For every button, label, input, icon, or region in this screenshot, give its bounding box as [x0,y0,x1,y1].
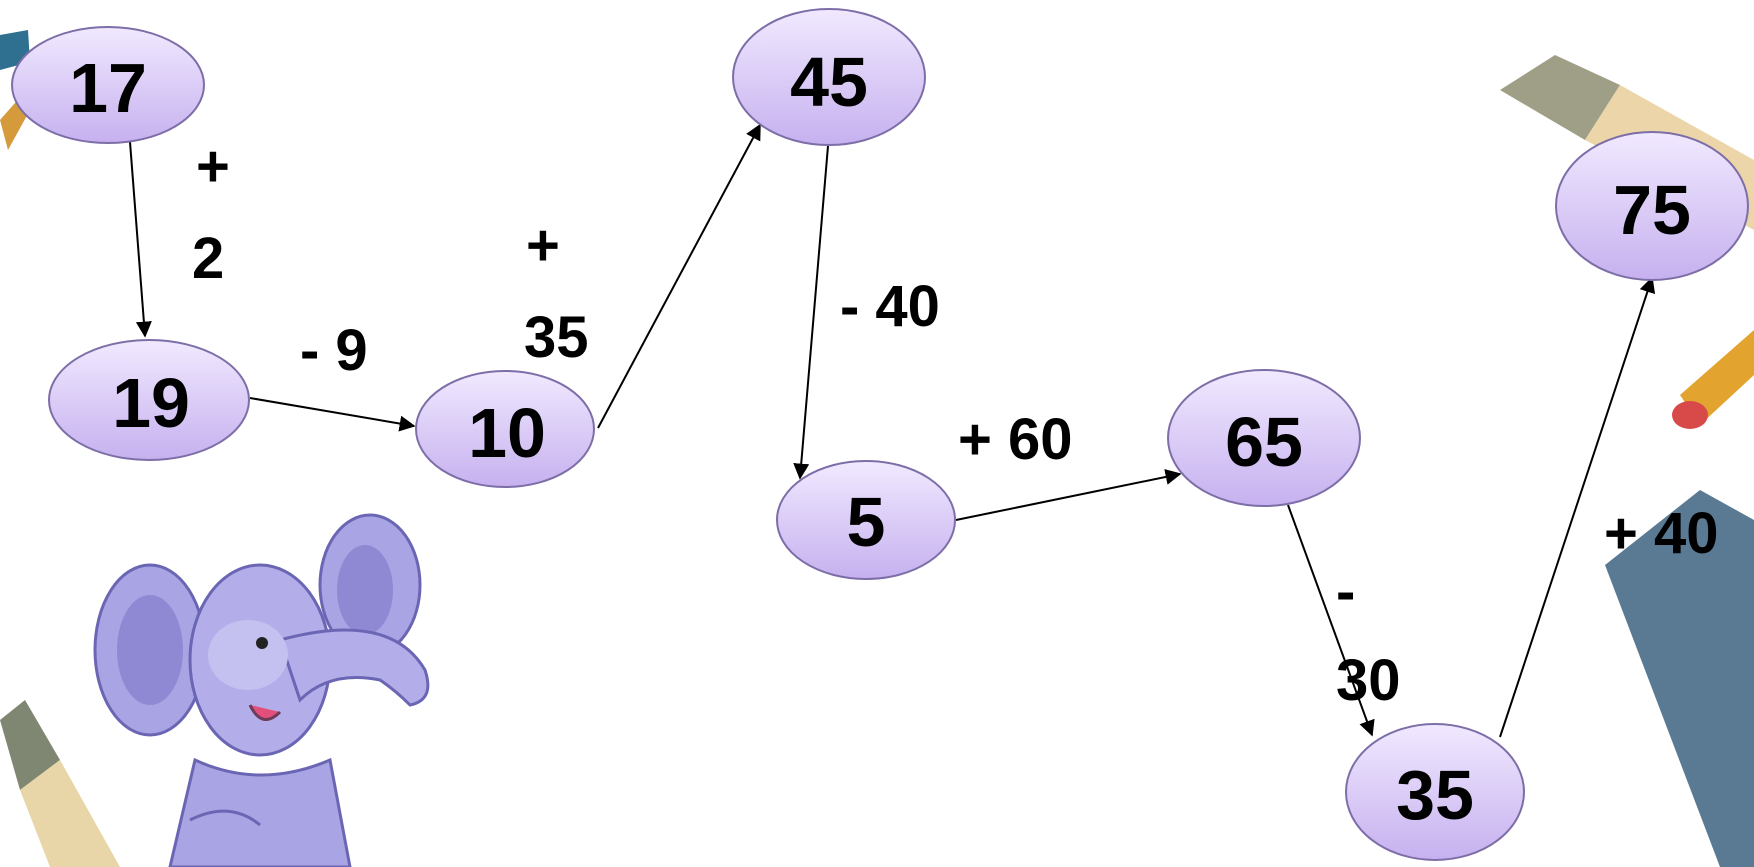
operation-plus-35-sign: + [526,213,560,278]
arrow-5-to-65 [955,469,1182,521]
operation-plus-2-number: 2 [192,226,224,291]
elephant-cartoon [93,513,430,867]
operation-minus-30-number: 30 [1336,648,1401,713]
eraser-icon [0,700,120,867]
node-65-label: 65 [1225,403,1303,481]
arrow-17-to-19 [129,141,152,338]
node-17-label: 17 [69,49,147,127]
node-19: 19 [48,339,250,461]
operation-minus-9: - 9 [300,318,368,383]
operation-minus-40: - 40 [840,274,940,339]
node-10: 10 [415,370,595,488]
operation-plus-40: + 40 [1604,501,1719,566]
node-19-label: 19 [112,364,190,442]
node-5: 5 [776,460,956,580]
arrow-65-to-35 [1287,504,1375,737]
node-65: 65 [1167,369,1361,507]
node-45: 45 [732,8,926,146]
operation-plus-60: + 60 [958,407,1073,472]
arrow-19-to-10 [249,397,416,432]
arrow-35-to-75 [1499,276,1656,738]
operation-plus-2-sign: + [196,134,230,199]
operation-minus-30-sign: - [1336,559,1355,624]
node-75-label: 75 [1613,171,1691,249]
node-35-label: 35 [1396,756,1474,834]
node-5-label: 5 [847,483,886,561]
arrow-45-to-5 [793,145,829,480]
node-17: 17 [11,26,205,144]
node-10-label: 10 [468,394,546,472]
node-35: 35 [1345,723,1525,861]
node-75: 75 [1555,131,1749,281]
operation-plus-35-number: 35 [524,305,589,370]
arrow-10-to-45 [597,123,761,429]
node-45-label: 45 [790,43,868,121]
notebook-icon [1605,490,1754,867]
pencil-icon [1672,330,1754,429]
